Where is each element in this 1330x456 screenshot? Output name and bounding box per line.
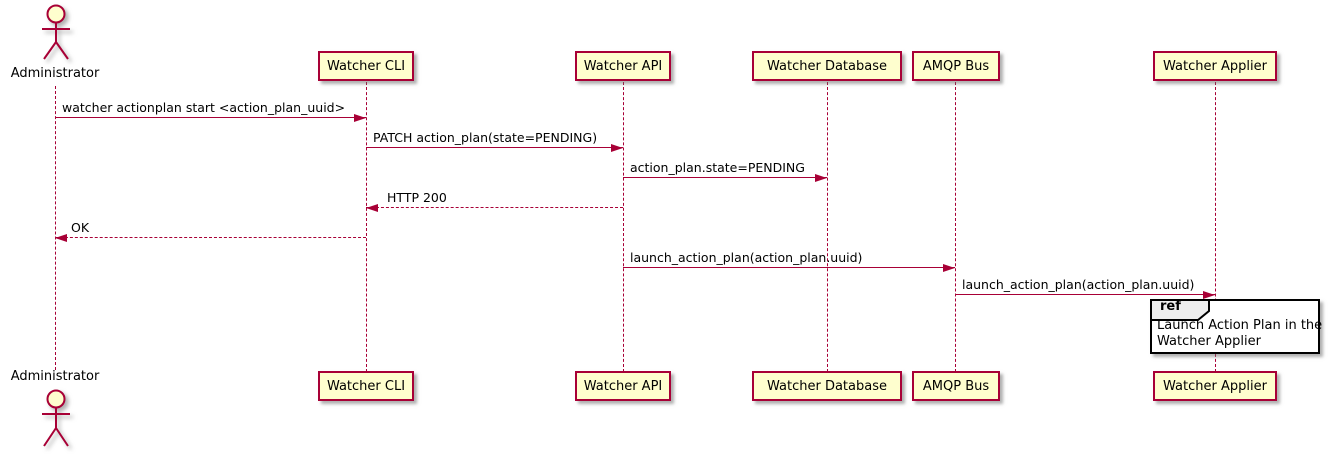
message-6: launch_action_plan(action_plan.uuid) <box>623 250 955 272</box>
participant-box-watcher-applier-bottom: Watcher Applier <box>1153 371 1277 401</box>
message-2-label: PATCH action_plan(state=PENDING) <box>373 130 598 145</box>
ref-text-line1: Launch Action Plan in the <box>1157 318 1323 333</box>
message-2-arrowhead-icon <box>611 144 623 152</box>
message-2: PATCH action_plan(state=PENDING) <box>366 130 623 152</box>
message-4-label: HTTP 200 <box>387 190 447 205</box>
participant-box-amqp-bus-top: AMQP Bus <box>912 51 1000 81</box>
message-5-arrowhead-icon <box>55 234 67 242</box>
actor-label-administrator-top: Administrator <box>10 66 100 81</box>
message-5: OK <box>55 220 366 242</box>
message-5-label: OK <box>71 220 90 235</box>
message-7: launch_action_plan(action_plan.uuid) <box>955 277 1215 299</box>
message-1-label: watcher actionplan start <action_plan_uu… <box>62 100 346 115</box>
lifeline-watcher-api <box>623 82 624 372</box>
message-3-label: action_plan.state=PENDING <box>630 160 805 175</box>
message-5-line <box>55 237 366 238</box>
message-4-arrowhead-icon <box>366 204 378 212</box>
participant-box-watcher-applier-top: Watcher Applier <box>1153 51 1277 81</box>
message-4: HTTP 200 <box>366 190 623 212</box>
participant-box-amqp-bus-bottom: AMQP Bus <box>912 371 1000 401</box>
participant-box-watcher-cli-top: Watcher CLI <box>318 51 414 81</box>
ref-tab: ref <box>1150 299 1212 325</box>
lifeline-administrator <box>55 86 56 370</box>
message-7-arrowhead-icon <box>1203 291 1215 299</box>
message-4-line <box>366 207 623 208</box>
message-3-arrowhead-icon <box>815 174 827 182</box>
participant-box-watcher-database-top: Watcher Database <box>752 51 902 81</box>
lifeline-watcher-cli <box>366 82 367 372</box>
lifeline-amqp-bus <box>955 82 956 372</box>
participant-box-watcher-api-top: Watcher API <box>575 51 671 81</box>
message-6-label: launch_action_plan(action_plan.uuid) <box>630 250 863 265</box>
message-2-line <box>366 147 623 148</box>
message-6-line <box>623 267 955 268</box>
lifeline-watcher-applier <box>1215 82 1216 372</box>
lifeline-watcher-database <box>827 82 828 372</box>
administrator-actor-icon-bottom <box>38 387 74 456</box>
message-3: action_plan.state=PENDING <box>623 160 827 182</box>
message-7-line <box>955 294 1215 295</box>
actor-label-administrator-bottom: Administrator <box>10 369 100 384</box>
participant-box-watcher-database-bottom: Watcher Database <box>752 371 902 401</box>
message-1-line <box>55 117 366 118</box>
message-6-arrowhead-icon <box>943 264 955 272</box>
message-3-line <box>623 177 827 178</box>
message-1-arrowhead-icon <box>354 114 366 122</box>
message-1: watcher actionplan start <action_plan_uu… <box>55 100 366 122</box>
administrator-actor-icon <box>38 3 74 69</box>
ref-keyword: ref <box>1160 299 1181 314</box>
ref-text-line2: Watcher Applier <box>1157 334 1261 349</box>
participant-box-watcher-api-bottom: Watcher API <box>575 371 671 401</box>
participant-box-watcher-cli-bottom: Watcher CLI <box>318 371 414 401</box>
ref-text: Launch Action Plan in the Watcher Applie… <box>1157 318 1322 350</box>
message-7-label: launch_action_plan(action_plan.uuid) <box>962 277 1195 292</box>
ref-fragment: ref Launch Action Plan in the Watcher Ap… <box>1150 299 1322 354</box>
